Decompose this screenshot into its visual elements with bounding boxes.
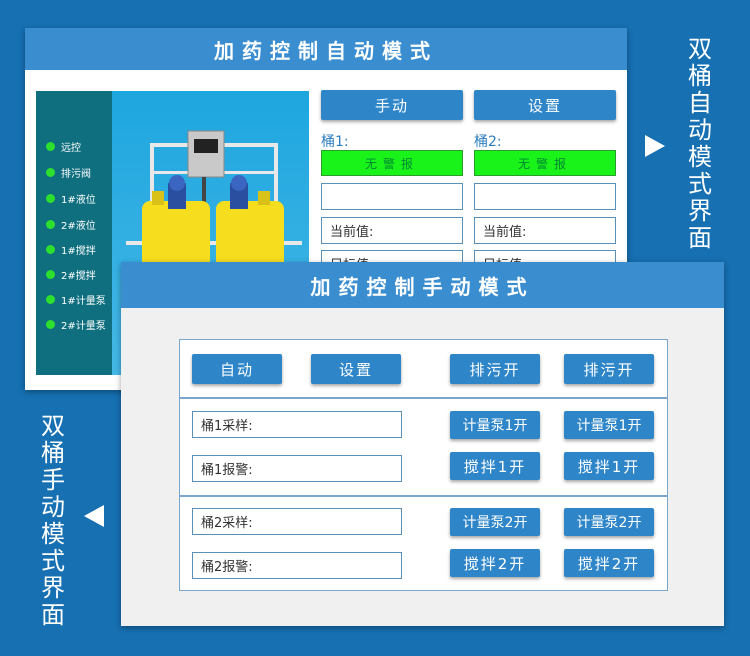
bucket-2-alarm-field: 桶2报警: bbox=[192, 552, 402, 579]
bucket-2-alarm-status: 无警报 bbox=[474, 150, 616, 176]
indicator-sidebar: 远控 排污阀 1#液位 2#液位 1#搅拌 2#搅拌 1#计量泵 2#计量泵 bbox=[36, 91, 112, 375]
indicator-level-1: 1#液位 bbox=[46, 191, 96, 206]
drain-open-button-1[interactable]: 排污开 bbox=[450, 354, 540, 384]
indicator-stir-1: 1#搅拌 bbox=[46, 242, 96, 257]
indicator-level-2: 2#液位 bbox=[46, 217, 96, 232]
manual-control-frame: 自动 设置 排污开 排污开 桶1采样: 桶1报警: 计量泵1开 计量泵1开 搅拌… bbox=[179, 339, 668, 591]
drain-open-button-2[interactable]: 排污开 bbox=[564, 354, 654, 384]
section-divider bbox=[180, 397, 667, 399]
status-dot-icon bbox=[46, 245, 55, 254]
indicator-drain-valve: 排污阀 bbox=[46, 165, 91, 180]
bucket-1-display-field bbox=[321, 183, 463, 210]
stir-2-open-button-b[interactable]: 搅拌2开 bbox=[564, 549, 654, 577]
manual-settings-button[interactable]: 设置 bbox=[311, 354, 401, 384]
pump-2-open-button-b[interactable]: 计量泵2开 bbox=[564, 508, 654, 536]
status-dot-icon bbox=[46, 168, 55, 177]
bucket-1-label: 桶1: bbox=[321, 134, 349, 150]
arrow-right-pointer-icon bbox=[84, 505, 104, 527]
indicator-remote: 远控 bbox=[46, 139, 81, 154]
indicator-stir-2: 2#搅拌 bbox=[46, 267, 96, 282]
auto-mode-button[interactable]: 自动 bbox=[192, 354, 282, 384]
section-divider bbox=[180, 495, 667, 497]
bucket-2-label: 桶2: bbox=[474, 134, 502, 150]
stir-2-open-button-a[interactable]: 搅拌2开 bbox=[450, 549, 540, 577]
bucket-2-sample-field: 桶2采样: bbox=[192, 508, 402, 535]
status-dot-icon bbox=[46, 142, 55, 151]
auto-panel-title: 加药控制自动模式 bbox=[25, 28, 627, 70]
indicator-pump-1: 1#计量泵 bbox=[46, 292, 106, 307]
status-dot-icon bbox=[46, 270, 55, 279]
auto-mode-caption: 双桶自动模式界面 bbox=[688, 35, 712, 252]
arrow-left-pointer-icon bbox=[645, 135, 665, 157]
bucket-1-current-value: 当前值: bbox=[321, 217, 463, 244]
manual-mode-caption: 双桶手动模式界面 bbox=[41, 412, 65, 629]
auto-settings-button[interactable]: 设置 bbox=[474, 90, 616, 120]
stir-1-open-button-b[interactable]: 搅拌1开 bbox=[564, 452, 654, 480]
manual-panel-title: 加药控制手动模式 bbox=[121, 262, 724, 308]
stir-1-open-button-a[interactable]: 搅拌1开 bbox=[450, 452, 540, 480]
status-dot-icon bbox=[46, 220, 55, 229]
bucket-2-current-value: 当前值: bbox=[474, 217, 616, 244]
bucket-1-sample-field: 桶1采样: bbox=[192, 411, 402, 438]
indicator-pump-2: 2#计量泵 bbox=[46, 317, 106, 332]
pump-1-open-button-a[interactable]: 计量泵1开 bbox=[450, 411, 540, 439]
status-dot-icon bbox=[46, 194, 55, 203]
auto-mode-panel: 加药控制自动模式 远控 排污阀 1#液位 2#液位 1#搅拌 2#搅拌 1#计量… bbox=[25, 28, 627, 390]
bucket-1-alarm-status: 无警报 bbox=[321, 150, 463, 176]
manual-mode-button[interactable]: 手动 bbox=[321, 90, 463, 120]
bucket-2-display-field bbox=[474, 183, 616, 210]
pump-1-open-button-b[interactable]: 计量泵1开 bbox=[564, 411, 654, 439]
bucket-1-alarm-field: 桶1报警: bbox=[192, 455, 402, 482]
status-dot-icon bbox=[46, 320, 55, 329]
pump-2-open-button-a[interactable]: 计量泵2开 bbox=[450, 508, 540, 536]
status-dot-icon bbox=[46, 295, 55, 304]
manual-mode-panel: 加药控制手动模式 自动 设置 排污开 排污开 桶1采样: 桶1报警: 计量泵1开… bbox=[121, 262, 724, 626]
